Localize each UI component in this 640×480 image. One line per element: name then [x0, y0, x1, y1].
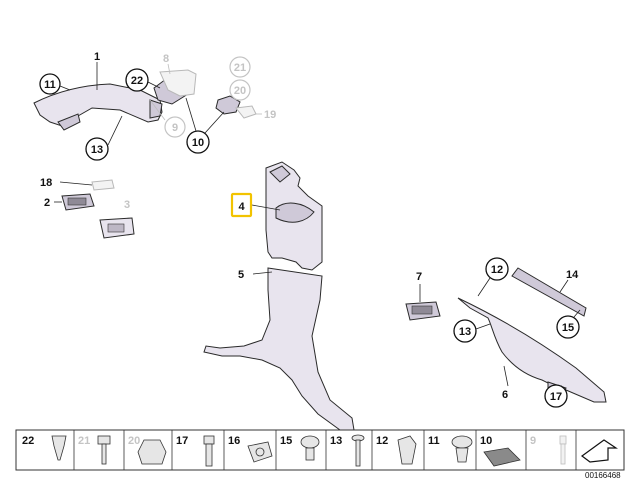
callout-13-upper-label: 13 — [91, 144, 103, 156]
fastener-16-label: 16 — [228, 435, 240, 447]
part-18-clip[interactable] — [91, 179, 115, 191]
callout-19-label: 19 — [264, 109, 276, 121]
callout-15-right-label: 15 — [562, 322, 574, 334]
leader-4 — [251, 204, 281, 211]
callout-22-top-label: 22 — [131, 75, 143, 87]
fastener-21-label: 21 — [78, 435, 90, 447]
callout-17-right-label: 17 — [550, 391, 562, 403]
callout-12-right-label: 12 — [491, 264, 503, 276]
leader-11 — [59, 85, 71, 91]
leader-5 — [252, 271, 273, 275]
callout-7-label: 7 — [416, 271, 422, 283]
fastener-15-label: 15 — [280, 435, 292, 447]
callout-10-top-label: 10 — [192, 137, 204, 149]
callout-13-right-label: 13 — [459, 326, 471, 338]
fastener-22[interactable]: 22 — [22, 435, 67, 461]
leader-10b — [185, 97, 197, 132]
fastener-9[interactable]: 9 — [530, 435, 567, 465]
callout-21-top[interactable]: 21 — [229, 56, 251, 78]
callout-9-top[interactable]: 9 — [164, 116, 186, 138]
fastener-11-label: 11 — [428, 435, 440, 447]
leader-15 — [573, 309, 581, 318]
callout-22-top[interactable]: 22 — [125, 68, 149, 92]
callout-13-right[interactable]: 13 — [453, 319, 477, 343]
callout-9-top-label: 9 — [172, 122, 178, 134]
fastener-21[interactable]: 21 — [78, 435, 111, 465]
leader-10a — [204, 111, 225, 134]
part-1-a-pillar-trim[interactable] — [33, 83, 163, 131]
callout-3-label: 3 — [124, 199, 130, 211]
leader-13-right — [475, 323, 491, 330]
callout-2-label: 2 — [44, 197, 50, 209]
fastener-17-label: 17 — [176, 435, 188, 447]
leader-14 — [559, 279, 569, 293]
document-id: 00166468 — [585, 471, 621, 480]
part-5-b-pillar-lower-trim[interactable] — [203, 267, 355, 431]
fastener-10[interactable]: 10 — [480, 435, 521, 467]
callout-6-label: 6 — [502, 389, 508, 401]
part-3-switch[interactable] — [99, 217, 135, 239]
leader-22 — [147, 81, 161, 89]
part-20-clip[interactable] — [215, 95, 241, 115]
fastener-12-label: 12 — [376, 435, 388, 447]
part-4-b-pillar-upper-trim[interactable] — [265, 161, 323, 271]
fastener-13-label: 13 — [330, 435, 342, 447]
leader-9 — [149, 99, 166, 121]
callout-12-right[interactable]: 12 — [485, 257, 509, 281]
leader-6 — [503, 365, 509, 387]
part-2-switch[interactable] — [61, 193, 95, 211]
fastener-strip-frame — [15, 429, 625, 471]
leader-13-upper — [107, 115, 123, 146]
callout-4-highlight[interactable]: 4 — [230, 192, 253, 218]
fastener-12[interactable]: 12 — [376, 435, 417, 465]
fastener-17[interactable]: 17 — [176, 435, 215, 467]
callout-4-label: 4 — [238, 201, 245, 213]
callout-11-label: 11 — [44, 79, 56, 91]
callout-1-label: 1 — [94, 51, 100, 63]
fastener-10-label: 10 — [480, 435, 492, 447]
fastener-13[interactable]: 13 — [330, 434, 365, 467]
part-19-clip[interactable] — [235, 105, 257, 119]
callout-14-label: 14 — [566, 269, 579, 281]
fastener-22-label: 22 — [22, 435, 34, 447]
callout-20-top[interactable]: 20 — [229, 79, 251, 101]
leader-8 — [167, 63, 171, 75]
fastener-15[interactable]: 15 — [280, 435, 320, 461]
leader-12 — [477, 277, 491, 297]
callout-18-label: 18 — [40, 177, 52, 189]
leader-18 — [59, 181, 93, 186]
callout-21-top-label: 21 — [234, 62, 246, 74]
part-14-strip[interactable] — [511, 267, 587, 317]
fastener-16[interactable]: 16 — [228, 435, 273, 463]
callout-17-right[interactable]: 17 — [544, 384, 568, 408]
part-7-switch[interactable] — [405, 301, 441, 321]
fastener-11[interactable]: 11 — [428, 435, 473, 463]
fastener-strip: 22 21 20 17 16 15 — [15, 429, 625, 471]
callout-8-label: 8 — [163, 53, 169, 65]
callout-13-upper[interactable]: 13 — [85, 137, 109, 161]
callout-15-right[interactable]: 15 — [556, 315, 580, 339]
fastener-20[interactable]: 20 — [128, 435, 167, 465]
callout-10-top[interactable]: 10 — [186, 130, 210, 154]
callout-20-top-label: 20 — [234, 85, 246, 97]
fastener-20-label: 20 — [128, 435, 140, 447]
callout-11[interactable]: 11 — [39, 73, 61, 95]
fastener-9-label: 9 — [530, 435, 536, 447]
arrow-pointer-icon — [580, 439, 618, 463]
callout-5-label: 5 — [238, 269, 244, 281]
part-8-bracket[interactable] — [159, 69, 197, 97]
